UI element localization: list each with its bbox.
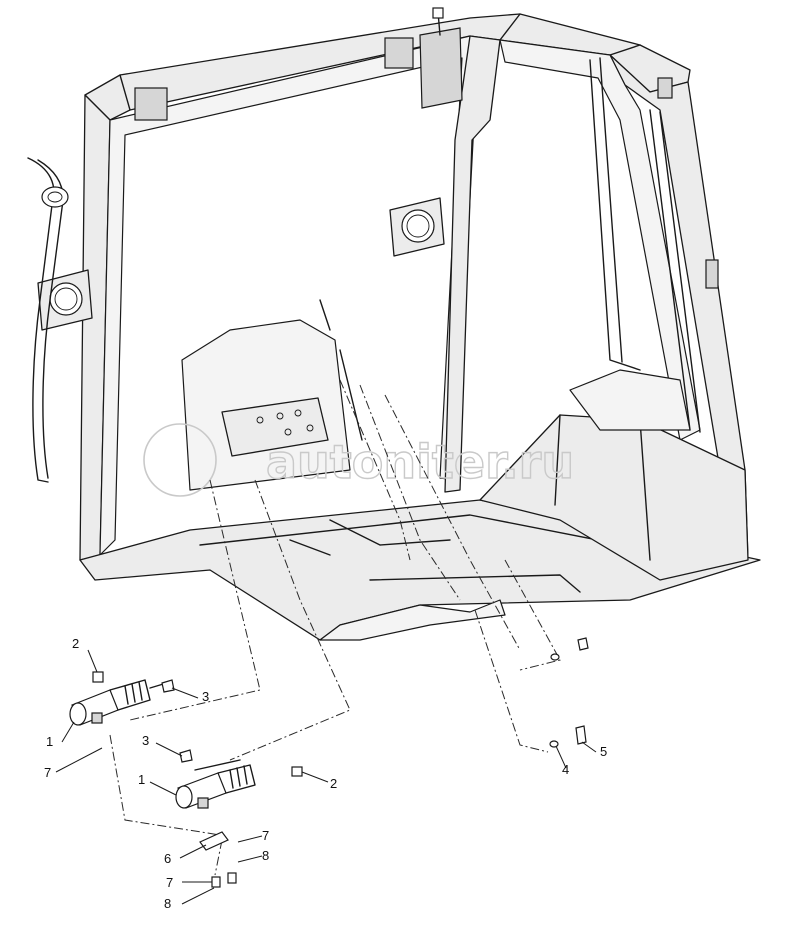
callout-8-bottom: 8: [164, 896, 171, 911]
rear-view-mirror: [419, 27, 463, 109]
clip-upper: [161, 679, 175, 693]
callout-7-bottom: 7: [166, 875, 173, 890]
leader-lines: [55, 649, 597, 905]
callout-1-upper: 1: [46, 734, 53, 749]
callout-1-lower: 1: [138, 772, 145, 787]
center-pillar: [444, 35, 501, 493]
master-cylinder-upper: [69, 679, 171, 726]
roof-block-left: [134, 87, 168, 121]
callout-6: 6: [164, 851, 171, 866]
callout-7-right-upper: 7: [262, 828, 269, 843]
clip-lower: [179, 749, 193, 763]
callout-3-upper: 3: [202, 689, 209, 704]
callout-5: 5: [600, 744, 607, 759]
bolt-and-washer: [549, 637, 589, 748]
seat-base: [479, 414, 749, 581]
switch-panel: [221, 397, 329, 457]
callout-8-right: 8: [262, 848, 269, 863]
pin-fasteners: [211, 872, 237, 888]
dashed-routing: [109, 379, 561, 876]
left-handrail: [27, 157, 55, 483]
callout-3-lower: 3: [142, 733, 149, 748]
speaker-right: [389, 197, 445, 257]
floor-lower-plate: [319, 599, 506, 641]
callout-2-upper: 2: [72, 636, 79, 651]
reservoir-cap-upper: [92, 671, 104, 683]
reservoir-cap-lower: [291, 766, 303, 777]
cab-assembly: [27, 7, 761, 641]
callouts: 2 3 1 7 3 1 2 7 6 8 7 8 4 5: [44, 636, 607, 911]
bracket-plate: [199, 831, 229, 851]
master-cylinder-lower: [175, 759, 256, 809]
roof-block-center: [384, 37, 414, 69]
callout-2-lower: 2: [330, 776, 337, 791]
callout-7-left: 7: [44, 765, 51, 780]
callout-4: 4: [562, 762, 569, 777]
